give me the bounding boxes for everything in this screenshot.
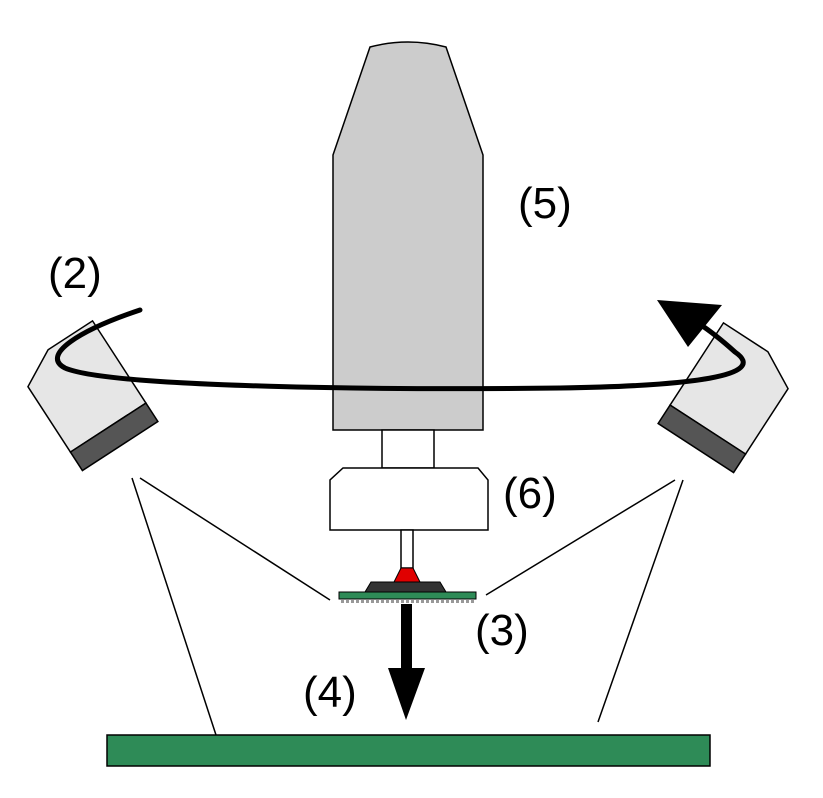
label-head: (5) <box>518 179 572 228</box>
placement-arrow-head <box>388 668 425 720</box>
nozzle-shaft <box>400 529 414 569</box>
head-neck <box>381 429 435 469</box>
right-camera-view-line-outer <box>597 479 684 723</box>
label-nozzle-holder: (6) <box>503 469 557 518</box>
label-component: (3) <box>475 606 529 655</box>
nozzle-holder <box>329 467 489 531</box>
right-camera-view-line-inner <box>485 479 676 596</box>
rotation-arrow-head <box>657 300 722 347</box>
nozzle-tip <box>393 567 421 583</box>
chip-die <box>364 581 447 593</box>
label-rotation: (2) <box>48 249 102 298</box>
left-camera-lens <box>69 402 159 472</box>
left-camera <box>27 319 159 472</box>
left-camera-view-line-inner <box>139 477 331 601</box>
target-board <box>106 734 711 767</box>
right-camera-lens <box>657 404 747 474</box>
rotation-arrow-curve <box>55 307 746 392</box>
placement-arrow-shaft <box>401 604 412 672</box>
left-camera-view-line-outer <box>131 477 217 736</box>
chip-pcb <box>338 591 477 600</box>
placement-head-body <box>332 41 484 431</box>
label-placement: (4) <box>303 668 357 717</box>
